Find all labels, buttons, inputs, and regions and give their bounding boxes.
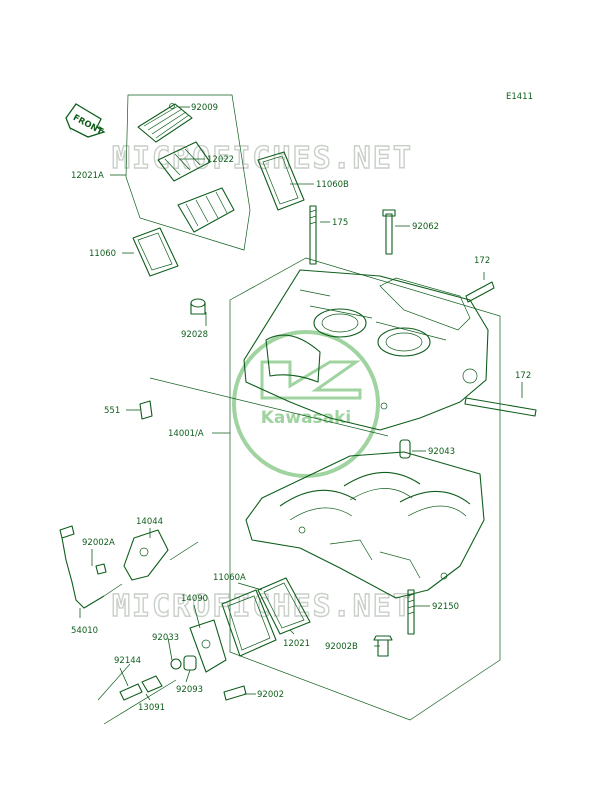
part-label-13091: 13091 (138, 703, 165, 713)
part-label-54010: 54010 (71, 626, 98, 636)
front-arrow-icon: FRONT (65, 103, 106, 138)
part-label-11060: 11060 (89, 249, 116, 259)
reed-valve-group (125, 94, 305, 277)
part-label-14001A: 14001/A (168, 429, 204, 439)
part-label-92062: 92062 (412, 222, 439, 232)
watermark-bottom: MICROFICHES.NET (112, 589, 413, 624)
cover-assembly (97, 577, 311, 725)
part-label-12022: 12022 (207, 155, 234, 165)
part-label-12021A: 12021A (71, 171, 104, 181)
kawasaki-logo-text: Kawasaki (261, 408, 352, 428)
part-label-14044: 14044 (136, 517, 163, 527)
part-label-92009: 92009 (191, 103, 218, 113)
part-label-172-upper: 172 (474, 256, 490, 266)
part-label-92002: 92002 (257, 690, 284, 700)
part-labels: 92009 12022 12021A 11060B 175 92062 1106… (71, 103, 531, 713)
part-label-92028: 92028 (181, 330, 208, 340)
hardware (139, 205, 537, 657)
part-label-14090: 14090 (181, 594, 208, 604)
part-label-12021: 12021 (283, 639, 310, 649)
part-label-11060B: 11060B (316, 180, 349, 190)
part-label-175: 175 (332, 218, 348, 228)
part-label-92043: 92043 (428, 447, 455, 457)
crankcase-inner-leader (149, 377, 389, 437)
part-label-11060A: 11060A (213, 573, 246, 583)
upper-crankcase (243, 269, 489, 431)
part-label-92002B: 92002B (325, 642, 358, 652)
part-label-92033: 92033 (152, 633, 179, 643)
part-label-172-side: 172 (515, 371, 531, 381)
part-label-551: 551 (104, 406, 120, 416)
part-label-92144: 92144 (114, 656, 141, 666)
breather-assembly (59, 525, 199, 609)
crankcase-group-box (229, 257, 501, 721)
lower-crankcase (245, 451, 485, 599)
part-label-92093: 92093 (176, 685, 203, 695)
leader-lines (79, 106, 523, 701)
diagram-code: E1411 (506, 92, 533, 102)
kawasaki-logo: Kawasaki (232, 330, 380, 478)
part-label-92150: 92150 (432, 602, 459, 612)
part-label-92002A: 92002A (82, 538, 115, 548)
